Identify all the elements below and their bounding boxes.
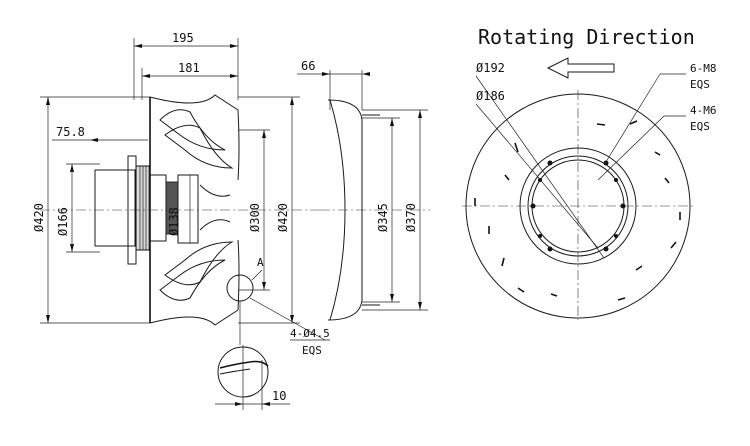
dim-345: Ø345 — [376, 203, 390, 232]
dim-10: 10 — [272, 389, 286, 403]
motor-fins — [139, 166, 150, 250]
screw-m6-eqs: EQS — [690, 120, 710, 133]
dim-420-left: Ø420 — [32, 203, 46, 232]
impeller-blades — [159, 109, 234, 301]
dim-75-8: 75.8 — [56, 125, 85, 139]
holes-label: 4-Ø4.5 — [290, 327, 330, 340]
dim-370: Ø370 — [404, 203, 418, 232]
inlet-ring-view: 66 Ø345 Ø370 — [297, 59, 430, 321]
arrow-left-icon — [546, 57, 615, 79]
screw-m6-label: 4-M6 — [690, 104, 717, 117]
holes-eqs-label: EQS — [302, 344, 322, 357]
outer-slots — [474, 120, 681, 301]
detail-label-a: A — [257, 256, 264, 269]
dim-420-mid: Ø420 — [276, 203, 290, 232]
rotating-direction-title: Rotating Direction — [478, 25, 695, 49]
dim-195: 195 — [172, 31, 194, 45]
front-view: Ø192 Ø186 6-M8 EQS 4-M6 EQS — [462, 61, 717, 320]
side-view: 195 181 Ø420 75.8 Ø166 — [32, 31, 330, 410]
dim-181: 181 — [178, 61, 200, 75]
dim-66: 66 — [301, 59, 315, 73]
screw-m8-eqs: EQS — [690, 78, 710, 91]
screw-m8-label: 6-M8 — [690, 62, 717, 75]
dim-192: Ø192 — [476, 61, 505, 75]
dim-166: Ø166 — [56, 207, 70, 236]
dim-138: Ø138 — [167, 207, 181, 236]
dim-186: Ø186 — [476, 89, 505, 103]
dim-300: Ø300 — [248, 203, 262, 232]
bolt-holes — [530, 160, 626, 252]
